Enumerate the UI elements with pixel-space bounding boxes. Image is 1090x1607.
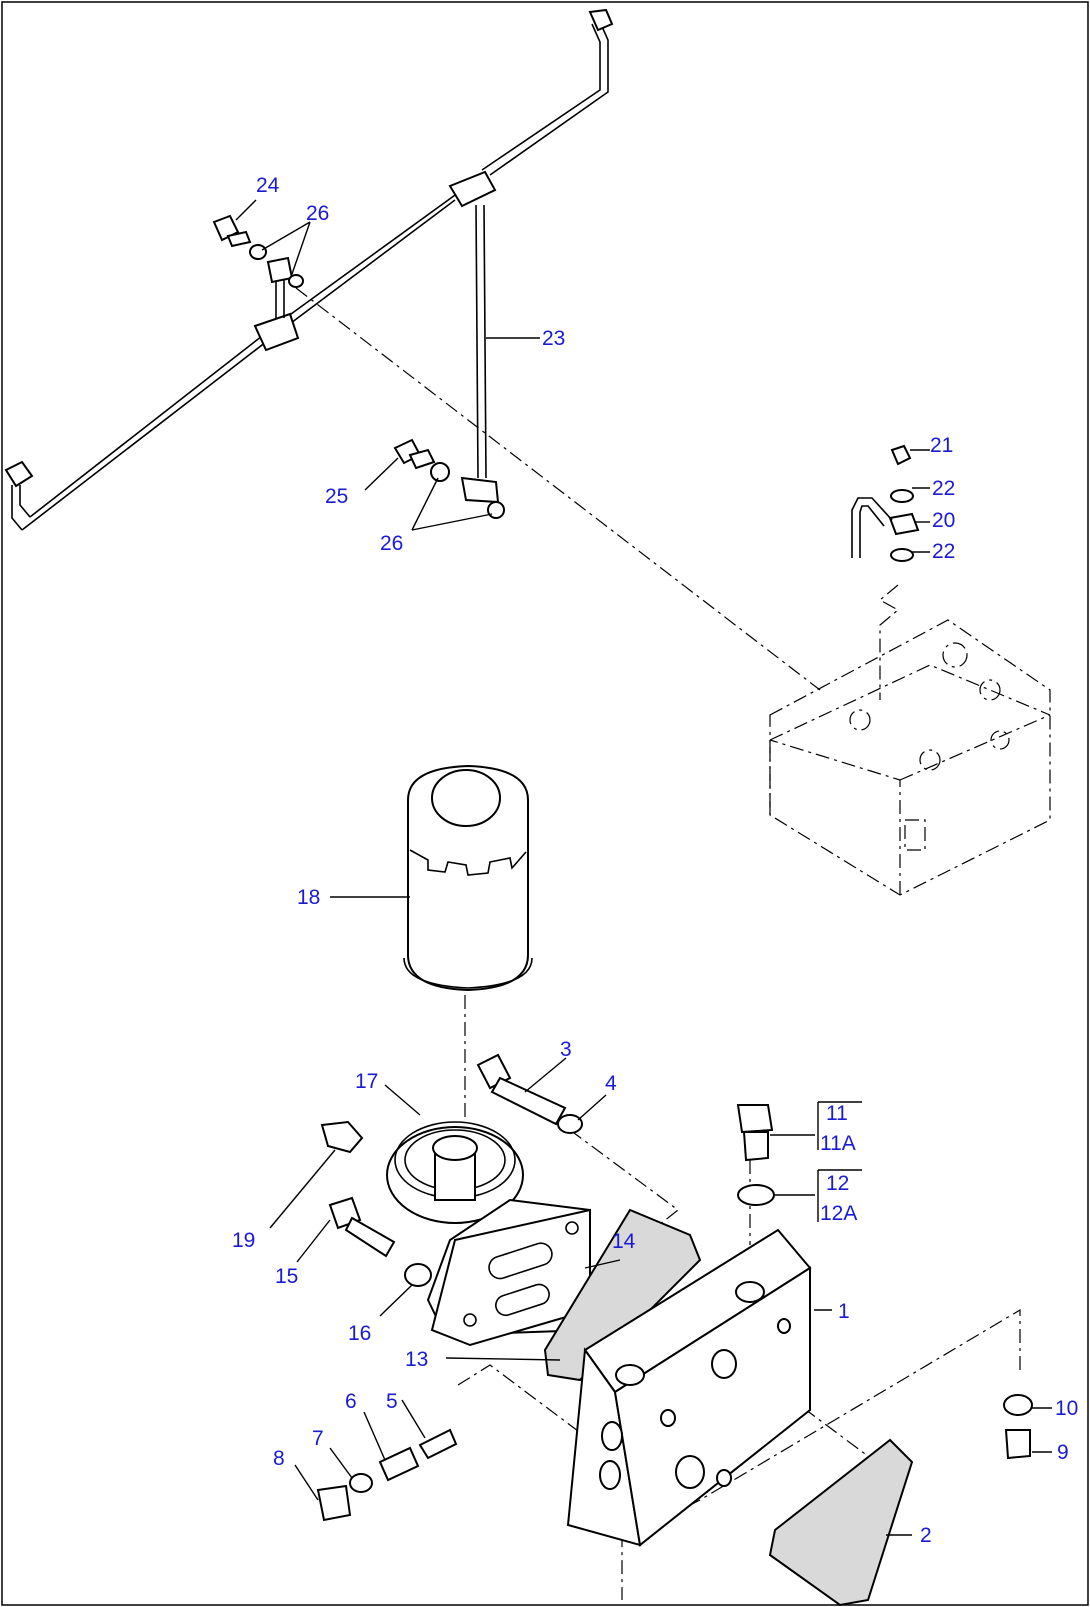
callout-24: 24 — [256, 174, 280, 197]
oil-tube-assembly — [4, 8, 614, 531]
bolt-15 — [328, 1196, 396, 1258]
gasket-13 — [543, 1208, 702, 1382]
callout-6: 6 — [345, 1390, 357, 1413]
sensor-19 — [320, 1120, 364, 1154]
callout-19: 19 — [232, 1229, 255, 1252]
callout-12a: 12A — [820, 1202, 857, 1225]
centerline-upper — [295, 287, 821, 691]
callout-16: 16 — [348, 1322, 371, 1345]
callout-10: 10 — [1055, 1397, 1078, 1420]
callout-4: 4 — [605, 1072, 617, 1095]
centerline-head — [878, 584, 900, 700]
centerline-right — [621, 1308, 1021, 1600]
callout-13: 13 — [405, 1348, 428, 1371]
callout-3: 3 — [560, 1038, 572, 1061]
callout-22-upper: 22 — [932, 477, 955, 500]
callout-1: 1 — [838, 1300, 850, 1323]
callout-11a: 11A — [820, 1132, 856, 1155]
callout-9: 9 — [1057, 1441, 1069, 1464]
spring-6 — [378, 1446, 420, 1482]
callout-5: 5 — [386, 1390, 398, 1413]
washer-16 — [404, 1263, 432, 1287]
callout-12: 12 — [826, 1172, 849, 1195]
leader-lines — [235, 199, 1052, 1536]
callout-21: 21 — [930, 434, 953, 457]
callout-18: 18 — [297, 886, 320, 909]
plunger-5 — [418, 1428, 458, 1460]
cylinder-head — [769, 619, 1051, 896]
fitting-assembly — [851, 444, 920, 562]
gasket-7 — [349, 1473, 373, 1493]
valve-block — [566, 1228, 812, 1547]
callout-11: 11 — [826, 1102, 848, 1125]
adapter-flange-14 — [430, 1208, 591, 1347]
gasket-2 — [768, 1438, 914, 1607]
plug-9 — [1004, 1429, 1031, 1460]
bolt-3 — [476, 1053, 583, 1134]
callout-26-top: 26 — [306, 202, 329, 225]
callout-15: 15 — [275, 1265, 298, 1288]
callout-7: 7 — [312, 1427, 324, 1450]
oil-filter-cartridge — [403, 764, 533, 992]
washer-10 — [1003, 1394, 1033, 1416]
plug-8 — [316, 1484, 352, 1522]
banjo-bolt-24 — [212, 214, 252, 248]
callout-20: 20 — [932, 509, 955, 532]
callout-25: 25 — [325, 485, 348, 508]
callout-labels: 24 26 23 25 26 21 22 20 22 18 17 3 4 11 … — [232, 174, 1078, 1547]
callout-2: 2 — [920, 1524, 932, 1547]
callout-26-bottom: 26 — [380, 532, 403, 555]
callout-14: 14 — [612, 1230, 636, 1253]
gasket-26 — [249, 244, 505, 519]
plug-11 — [736, 1104, 775, 1206]
centerline-plug5 — [457, 1364, 611, 1456]
banjo-bolt-25 — [393, 438, 436, 470]
callout-22-lower: 22 — [932, 540, 955, 563]
callout-8: 8 — [273, 1447, 285, 1470]
centerline-gasket2 — [781, 1391, 901, 1481]
callout-17: 17 — [355, 1070, 378, 1093]
callout-23: 23 — [542, 327, 565, 350]
